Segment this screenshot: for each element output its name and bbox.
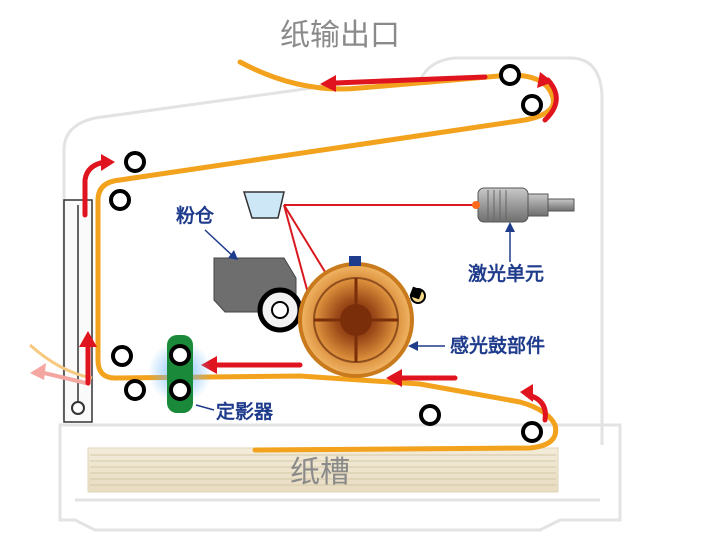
roller-icon [109, 189, 131, 211]
paper-path [95, 59, 559, 453]
roller-icon [111, 345, 133, 367]
laser-unit-icon [472, 187, 575, 223]
roller-icon [499, 64, 521, 86]
photosensitive-drum-icon [298, 256, 426, 378]
label-fuser: 定影器 [216, 400, 274, 423]
fuser-unit [148, 335, 212, 413]
rollers [109, 64, 543, 443]
label-paper-output: 纸输出口 [280, 18, 400, 53]
roller-icon [124, 379, 146, 401]
label-paper-tray: 纸槽 [290, 455, 350, 490]
roller-icon [124, 151, 146, 173]
side-guide [63, 199, 93, 423]
leader-arrowheads [228, 222, 515, 351]
label-laser-unit: 激光单元 [468, 262, 544, 285]
paper-tray [87, 447, 559, 493]
roller-icon [521, 94, 543, 116]
label-toner-hopper: 粉仓 [176, 204, 215, 227]
printer-housing [58, 56, 622, 532]
roller-icon [419, 404, 441, 426]
flow-arrowheads [79, 72, 553, 402]
roller-icon [521, 421, 543, 443]
label-drum-unit: 感光鼓部件 [450, 334, 545, 357]
